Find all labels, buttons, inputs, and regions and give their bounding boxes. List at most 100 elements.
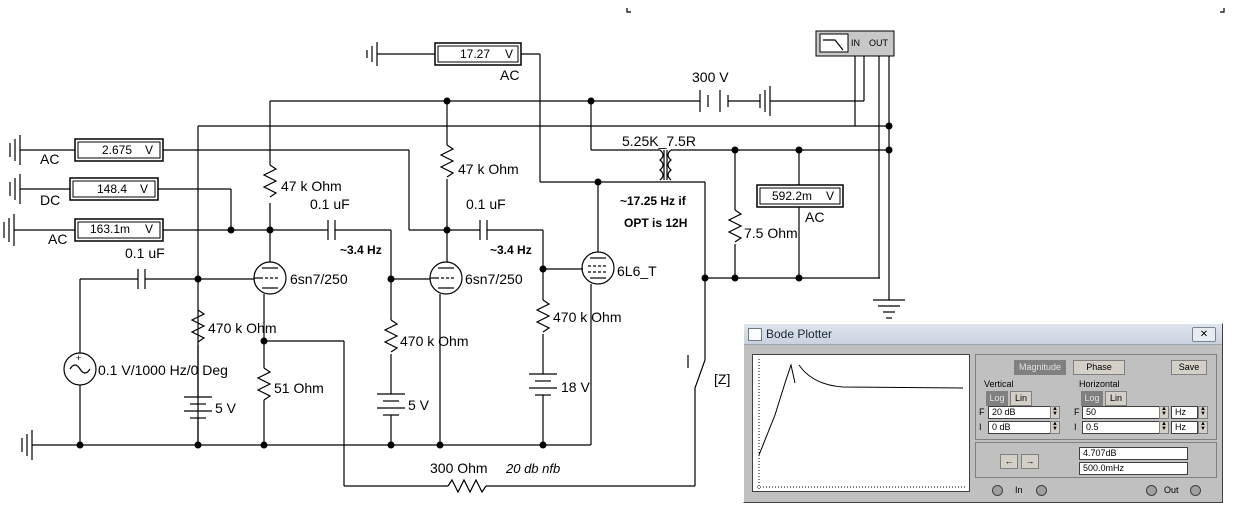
readout-db: 4.707dB [1079,447,1188,460]
resistor-470k-3 [535,299,551,333]
battery-300v [699,86,771,116]
bode-plot-screen [752,354,970,492]
svg-text:0.1 uF: 0.1 uF [125,245,165,261]
svg-text:AC: AC [48,231,67,247]
battery-18v [529,334,557,445]
horizontal-i-label: I [1074,422,1077,432]
svg-text:0.1 uF: 0.1 uF [310,196,350,212]
horizontal-f-label: F [1074,407,1080,417]
svg-text:~3.4 Hz: ~3.4 Hz [340,243,382,257]
readout-frequency: 500.0mHz [1079,462,1188,475]
svg-text:470 k Ohm: 470 k Ohm [400,333,468,349]
svg-text:AC: AC [500,67,519,83]
voltmeter-3: 163.1m V AC [3,214,325,247]
vertical-i-label: I [979,422,982,432]
bode-readout-panel: ← → 4.707dB 500.0mHz [975,442,1217,478]
save-button[interactable]: Save [1171,360,1207,375]
svg-text:V: V [145,143,153,157]
resistor-47k-2 [439,144,455,178]
ac-source: + [63,352,97,386]
capacitor-0.1uf-1 [325,220,391,240]
horizontal-final-unit[interactable]: Hz [1171,406,1198,419]
svg-text:592.2m: 592.2m [772,189,812,203]
close-icon[interactable]: ✕ [1192,327,1216,342]
vertical-f-label: F [979,407,985,417]
vertical-final-stepper[interactable]: ▲▼ [1050,406,1060,419]
svg-text:6sn7/250: 6sn7/250 [290,271,348,287]
horizontal-initial-unit-stepper[interactable]: ▲▼ [1198,421,1208,434]
horizontal-lin-button[interactable]: Lin [1105,391,1127,406]
svg-text:300 Ohm: 300 Ohm [430,460,488,476]
svg-text:~17.25 Hz if: ~17.25 Hz if [620,194,687,208]
vertical-label: Vertical [984,379,1014,389]
bode-plotter-window[interactable]: Bode Plotter ✕ Magnitude Phase Save Vert… [743,323,1223,503]
cursor-right-button[interactable]: → [1021,454,1039,469]
resistor-470k-1 [190,309,206,343]
voltmeter-top: 17.27 V AC [434,42,522,83]
cursor-left-button[interactable]: ← [1000,454,1018,469]
vertical-initial-field[interactable]: 0 dB [988,421,1051,434]
horizontal-final-unit-stepper[interactable]: ▲▼ [1198,406,1208,419]
horizontal-label: Horizontal [1079,379,1120,389]
svg-text:5.25K_7.5R: 5.25K_7.5R [622,133,696,149]
svg-text:163.1m: 163.1m [90,222,130,236]
svg-text:20 db nfb: 20 db nfb [505,461,560,476]
horizontal-final-stepper[interactable]: ▲▼ [1159,406,1169,419]
triode-tube-2 [429,261,463,295]
bode-title: Bode Plotter [766,327,833,341]
in-jack-minus[interactable] [1036,485,1047,496]
svg-text:6sn7/250: 6sn7/250 [465,271,523,287]
capacitor-0.1uf-2 [479,220,543,240]
triode-tube-1 [253,261,287,295]
horizontal-log-button[interactable]: Log [1081,391,1103,406]
svg-text:51 Ohm: 51 Ohm [274,380,324,396]
horizontal-initial-stepper[interactable]: ▲▼ [1159,421,1169,434]
vertical-final-field[interactable]: 20 dB [988,406,1051,419]
svg-text:6L6_T: 6L6_T [617,263,657,279]
out-jack-plus[interactable] [1146,485,1157,496]
vertical-log-button[interactable]: Log [986,391,1008,406]
voltmeter-output: 592.2m V AC [756,150,844,278]
svg-text:V: V [145,222,153,236]
in-label: In [1015,485,1023,495]
out-jack-minus[interactable] [1190,485,1201,496]
bode-controls: Magnitude Phase Save Vertical Log Lin F … [975,354,1217,440]
vertical-initial-stepper[interactable]: ▲▼ [1050,421,1060,434]
svg-text:7.5 Ohm: 7.5 Ohm [744,225,798,241]
svg-text:18 V: 18 V [561,379,590,395]
svg-text:OUT: OUT [869,38,889,48]
bode-window-icon [748,328,762,341]
svg-text:5 V: 5 V [215,400,237,416]
bode-titlebar[interactable]: Bode Plotter ✕ [744,324,1222,345]
svg-text:148.4: 148.4 [97,182,127,196]
ground-symbol-bottom [21,430,33,460]
svg-text:AC: AC [805,209,824,225]
corner-marks [626,8,1225,13]
vertical-lin-button[interactable]: Lin [1010,391,1032,406]
svg-text:AC: AC [40,151,59,167]
svg-text:V: V [140,182,148,196]
bode-plot-trace [757,359,965,489]
bode-plotter-icon: IN OUT [815,30,895,57]
phase-button[interactable]: Phase [1073,360,1125,375]
battery-5v-2 [377,354,405,445]
out-label: Out [1164,485,1179,495]
in-jack-plus[interactable] [992,485,1003,496]
horizontal-initial-field[interactable]: 0.5 [1082,421,1161,434]
magnitude-button[interactable]: Magnitude [1014,360,1066,375]
svg-text:0.1 uF: 0.1 uF [466,196,506,212]
svg-text:DC: DC [40,192,60,208]
svg-text:V: V [505,47,513,61]
resistor-51 [256,367,272,401]
svg-text:[Z]: [Z] [714,371,730,387]
svg-text:17.27: 17.27 [460,47,490,61]
resistor-47k-1 [262,164,278,198]
horizontal-final-field[interactable]: 50 [1082,406,1161,419]
horizontal-initial-unit[interactable]: Hz [1171,421,1198,434]
svg-text:2.675: 2.675 [102,143,132,157]
voltmeter-2: 148.4 V DC [9,174,232,230]
svg-text:0.1 V/1000 Hz/0 Deg: 0.1 V/1000 Hz/0 Deg [98,362,228,378]
battery-5v-1 [184,345,212,445]
resistor-470k-2 [383,319,399,353]
